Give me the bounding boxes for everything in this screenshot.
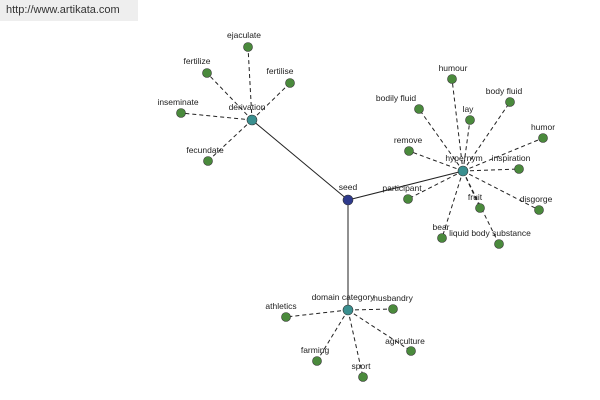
hub-hypernym-node[interactable] [457,165,469,177]
edge-hypernym-participant [407,170,464,200]
hub-derivation-label: derivation [229,102,266,112]
leaf-fertilise-label: fertilise [267,66,294,76]
leaf-agriculture-node[interactable] [406,346,416,356]
edge-hypernym-lay [462,119,471,172]
hub-domain-category-label: domain category [312,292,376,302]
leaf-humor-node[interactable] [538,133,548,143]
leaf-athletics-label: athletics [265,301,296,311]
leaf-disgorge-node[interactable] [534,205,544,215]
leaf-inseminate-node[interactable] [176,108,186,118]
edge-hypernym-bear [441,170,464,239]
edge-domain-category-husbandry [347,308,394,311]
leaf-disgorge-label: disgorge [520,194,553,204]
edge-derivation-fertilize [206,72,253,121]
leaf-humour-node[interactable] [447,74,457,84]
leaf-ejaculate-node[interactable] [243,42,253,52]
root-seed-label: seed [339,182,358,192]
edge-seed-derivation [251,119,349,201]
leaf-fertilise-node[interactable] [285,78,295,88]
edge-hypernym-humour [451,78,464,172]
edge-domain-category-athletics [285,309,349,318]
hub-domain-category-node[interactable] [342,304,354,316]
hub-hypernym-label: hypernym [445,153,482,163]
leaf-remove-label: remove [394,135,423,145]
leaf-liquid-body-substance-label: liquid body substance [449,228,531,238]
leaf-lay-label: lay [463,104,475,114]
leaf-husbandry-node[interactable] [388,304,398,314]
edge-domain-category-farming [316,309,349,362]
hub-derivation-node[interactable] [246,114,258,126]
edge-hypernym-bodily-fluid [418,108,464,172]
edge-derivation-ejaculate [247,46,253,121]
edge-derivation-fertilise [251,82,291,121]
leaf-humour-label: humour [439,63,468,73]
leaf-sport-node[interactable] [358,372,368,382]
leaf-fruit-node[interactable] [475,203,485,213]
leaf-husbandry-label: husbandry [373,293,413,303]
root-seed-node[interactable] [342,194,354,206]
leaf-ejaculate-label: ejaculate [227,30,261,40]
leaf-body-fluid-label: body fluid [486,86,523,96]
edge-hypernym-remove [408,150,464,172]
leaf-liquid-body-substance-node[interactable] [494,239,504,249]
edge-hypernym-disgorge [462,170,540,211]
edge-domain-category-sport [347,309,364,378]
leaf-bear-node[interactable] [437,233,447,243]
leaf-inspiration-node[interactable] [514,164,524,174]
leaf-humor-label: humor [531,122,555,132]
leaf-fertilize-node[interactable] [202,68,212,78]
edges [180,46,544,378]
edge-seed-hypernym [347,170,464,201]
leaf-fecundate-label: fecundate [186,145,224,155]
leaf-fertilize-label: fertilize [184,56,211,66]
leaf-farming-label: farming [301,345,330,355]
leaf-bodily-fluid-label: bodily fluid [376,93,416,103]
leaf-inspiration-label: inspiration [492,153,531,163]
leaf-athletics-node[interactable] [281,312,291,322]
leaf-participant-label: participant [382,183,422,193]
leaf-inseminate-label: inseminate [157,97,198,107]
edge-hypernym-fruit [462,170,481,209]
edge-derivation-fecundate [207,119,253,162]
edge-derivation-inseminate [180,112,253,121]
leaf-participant-node[interactable] [403,194,413,204]
leaf-bodily-fluid-node[interactable] [414,104,424,114]
edge-hypernym-humor [462,137,544,172]
source-url: http://www.artikata.com [0,0,138,21]
nodes: ejaculate fertilize fertilise inseminate fec… [157,30,555,382]
leaf-agriculture-label: agriculture [385,336,425,346]
leaf-sport-label: sport [352,361,372,371]
leaf-bear-label: bear [432,222,449,232]
edge-hypernym-inspiration [462,168,520,172]
leaf-fecundate-node[interactable] [203,156,213,166]
leaf-body-fluid-node[interactable] [505,97,515,107]
leaf-farming-node[interactable] [312,356,322,366]
edge-domain-category-agriculture [347,309,412,352]
leaf-lay-node[interactable] [465,115,475,125]
leaf-remove-node[interactable] [404,146,414,156]
leaf-fruit-label: fruit [468,192,483,202]
